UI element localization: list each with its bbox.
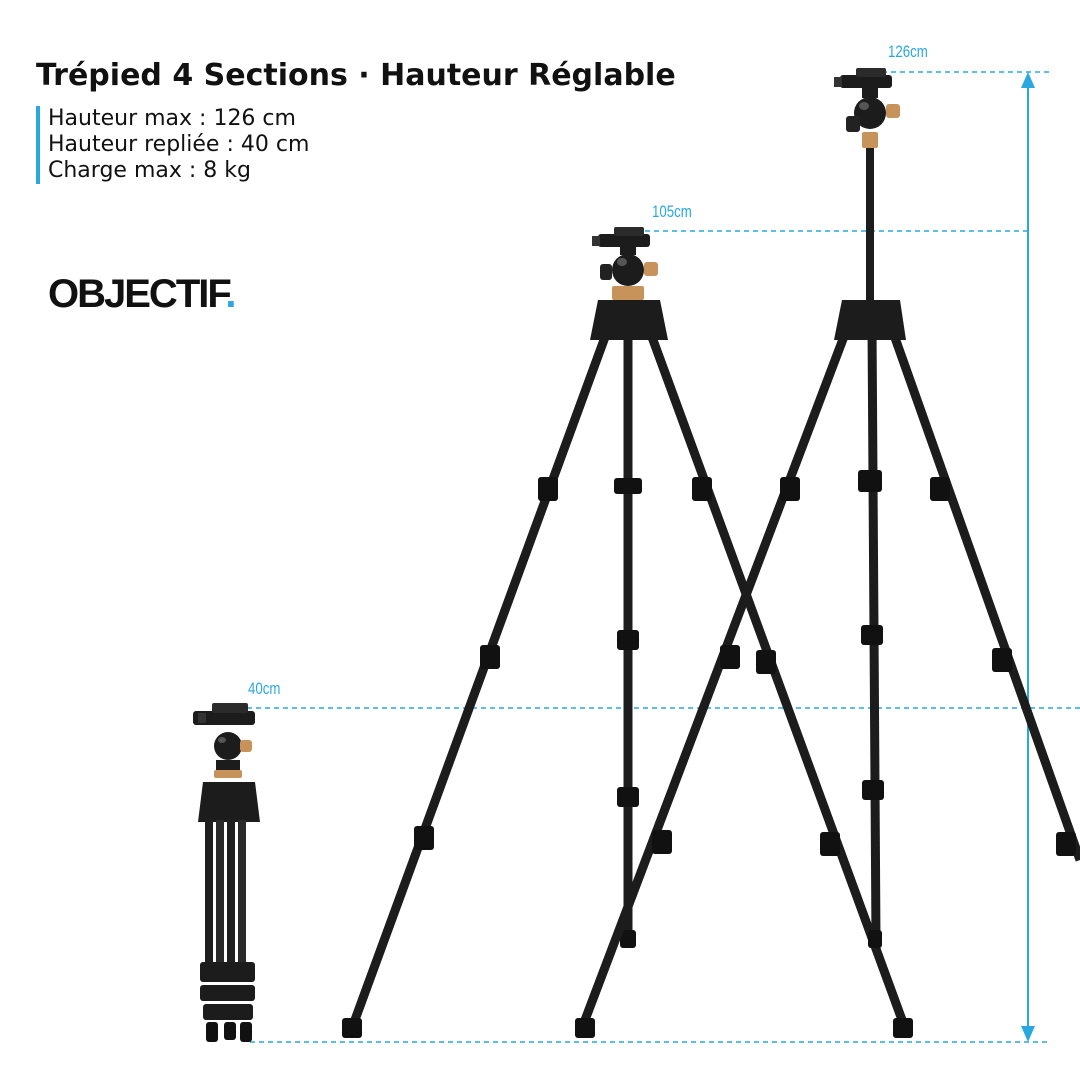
dimension-label-max: 126cm (888, 42, 928, 61)
spec-max-height: Hauteur max : 126 cm (48, 106, 296, 131)
page-title: Trépied 4 Sections · Hauteur Réglable (36, 58, 676, 93)
spec-max-load: Charge max : 8 kg (48, 158, 251, 183)
dimension-label-medium: 105cm (652, 202, 692, 221)
brand-name: OBJECTIF (48, 272, 227, 316)
spec-folded-height: Hauteur repliée : 40 cm (48, 132, 310, 157)
tall-tripod (575, 68, 1080, 1038)
brand-dot: . (225, 272, 236, 316)
brand-logo: OBJECTIF. (48, 272, 237, 317)
medium-tripod (342, 227, 913, 1038)
folded-tripod (193, 703, 260, 1042)
dimension-label-folded: 40cm (248, 679, 281, 698)
spec-list: Hauteur max : 126 cm Hauteur repliée : 4… (36, 106, 309, 184)
height-arrow (1021, 72, 1035, 1042)
dimension-guides (238, 71, 1080, 1043)
